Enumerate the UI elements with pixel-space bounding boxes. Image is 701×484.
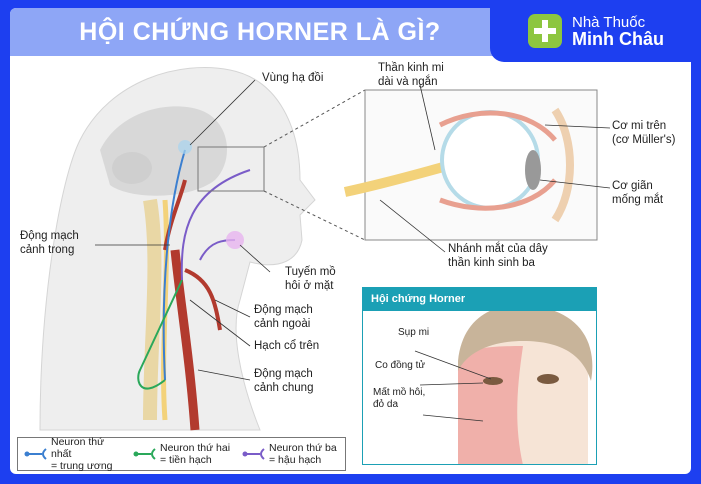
neuron-blue-icon (24, 448, 47, 460)
label-ica-1: Động mạch (20, 230, 79, 242)
label-miosis: Co đồng tử (375, 360, 426, 371)
face-illustration (414, 311, 593, 464)
label-dilator-1: Cơ giãn (612, 180, 653, 192)
label-hypothalamus: Vùng hạ đồi (262, 72, 324, 84)
label-ophthalmic-1: Nhánh mắt của dây (448, 243, 548, 255)
label-cca-1: Động mạch (254, 368, 313, 380)
label-ptosis: Sụp mi (398, 327, 430, 338)
brand-line2: Minh Châu (572, 28, 664, 49)
legend-3-line1: Neuron thứ ba (269, 441, 337, 454)
label-ganglion: Hạch cổ trên (254, 340, 320, 352)
label-sweat-1: Tuyến mồ (285, 266, 336, 278)
neuron-green-icon (133, 448, 156, 460)
label-ciliary-2: dài và ngắn (378, 75, 438, 88)
legend-3-line2: = hậu hạch (269, 454, 322, 466)
legend-2-line1: Neuron thứ hai (160, 441, 231, 454)
horner-syndrome-box: Hội chứng Horner Sụp mi Co đồng tử Mất m… (362, 287, 597, 465)
label-dilator-2: mống mắt (612, 193, 664, 206)
label-ophthalmic-2: thần kinh sinh ba (448, 256, 535, 269)
legend-1-line2: = trung ương (51, 460, 113, 473)
label-anhidrosis-2: đỏ da (373, 399, 399, 410)
label-ciliary-1: Thần kinh mi (378, 62, 444, 74)
horner-box-title: Hội chứng Horner (363, 287, 596, 311)
label-muller-1: Cơ mi trên (612, 120, 667, 132)
brand-line1: Nhà Thuốc (572, 13, 646, 31)
label-cca-2: cảnh chung (254, 381, 314, 394)
label-sweat-2: hôi ở mặt (285, 279, 334, 292)
label-anhidrosis-1: Mất mồ hôi, (373, 387, 426, 398)
label-muller-2: (cơ Müller's) (612, 133, 676, 146)
legend: Neuron thứ nhất= trung ương Neuron thứ h… (17, 436, 346, 472)
neuron-purple-icon (242, 448, 265, 460)
plus-icon (528, 14, 562, 48)
legend-item-second-neuron: Neuron thứ hai= tiền hạch (133, 442, 236, 466)
legend-item-third-neuron: Neuron thứ ba= hậu hạch (242, 442, 345, 466)
legend-2-line2: = tiền hạch (160, 454, 212, 466)
legend-1-line1: Neuron thứ nhất (51, 435, 105, 460)
page-title: HỘI CHỨNG HORNER LÀ GÌ? (10, 8, 510, 56)
label-eca-1: Động mạch (254, 304, 313, 316)
label-eca-2: cảnh ngoài (254, 317, 311, 330)
label-ica-2: cảnh trong (20, 243, 75, 256)
legend-item-first-neuron: Neuron thứ nhất= trung ương (24, 436, 127, 472)
